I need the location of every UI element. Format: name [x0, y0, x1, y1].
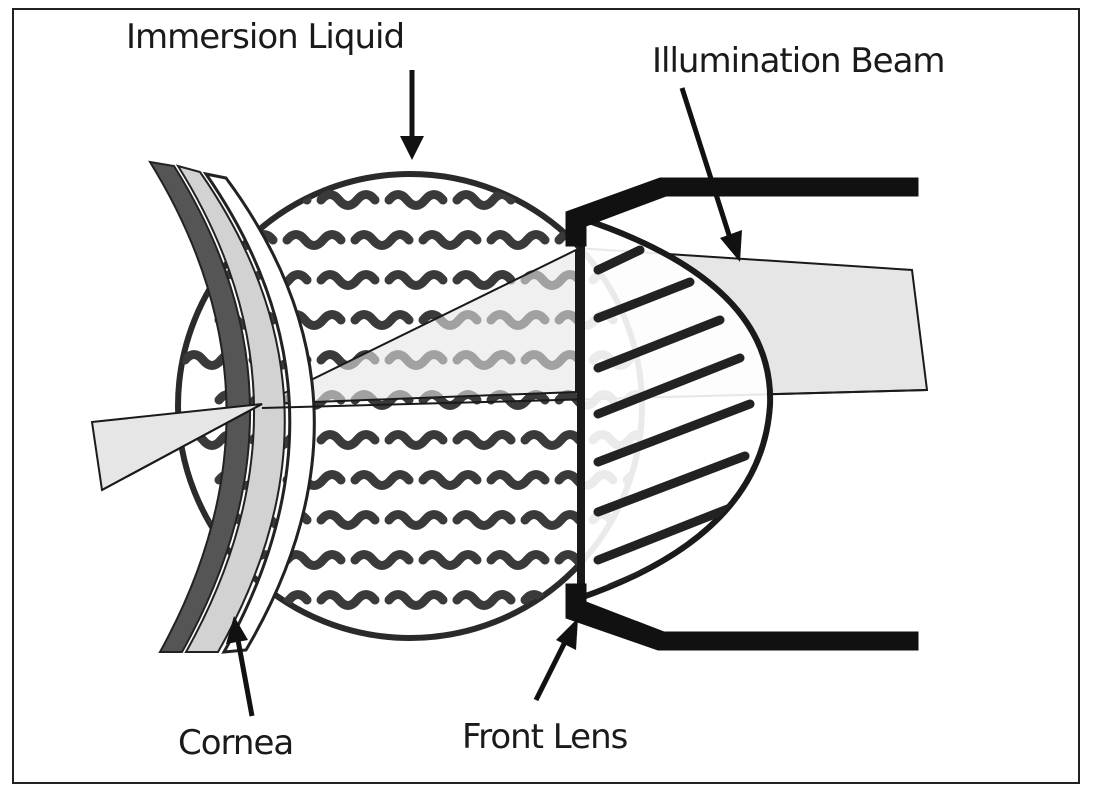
- liquid-wave: [418, 470, 482, 490]
- liquid-wave: [452, 510, 516, 530]
- cornea-label: Cornea: [178, 723, 293, 763]
- liquid-wave: [316, 190, 380, 210]
- liquid-wave: [316, 590, 380, 610]
- liquid-wave: [588, 590, 642, 610]
- exit-beam-ray: [101, 403, 263, 491]
- liquid-wave: [350, 230, 414, 250]
- liquid-wave: [452, 190, 516, 210]
- liquid-wave: [520, 430, 584, 450]
- liquid-wave: [486, 550, 550, 570]
- lens-hatching: [593, 245, 755, 593]
- illumination-beam-label: Illumination Beam: [652, 41, 945, 81]
- front-lens: [577, 213, 774, 603]
- liquid-wave: [384, 590, 448, 610]
- liquid-wave: [520, 190, 584, 210]
- liquid-wave: [350, 550, 414, 570]
- liquid-wave: [452, 430, 516, 450]
- cornea: [147, 160, 316, 654]
- liquid-wave: [418, 230, 482, 250]
- objective-housing: [565, 177, 919, 651]
- illumination-beam-arrow: [679, 87, 733, 239]
- pointer-arrows: [226, 70, 742, 717]
- liquid-wave: [282, 550, 346, 570]
- liquid-wave: [418, 550, 482, 570]
- liquid-wave: [282, 230, 346, 250]
- liquid-wave: [452, 590, 516, 610]
- beam-through-liquid: [261, 248, 577, 405]
- liquid-wave: [384, 190, 448, 210]
- liquid-wave: [350, 470, 414, 490]
- liquid-wave: [452, 270, 516, 290]
- liquid-wave: [384, 270, 448, 290]
- front-lens-label: Front Lens: [462, 717, 628, 757]
- liquid-wave: [316, 430, 380, 450]
- liquid-wave: [316, 270, 380, 290]
- liquid-wave: [486, 230, 550, 250]
- front-lens-arrow: [533, 638, 569, 702]
- liquid-wave: [350, 310, 414, 330]
- liquid-wave: [520, 510, 584, 530]
- liquid-wave: [384, 430, 448, 450]
- liquid-wave: [384, 510, 448, 530]
- liquid-wave: [486, 470, 550, 490]
- immersion-liquid-label: Immersion Liquid: [126, 17, 404, 57]
- liquid-wave: [316, 510, 380, 530]
- cornea-arrow: [235, 639, 255, 717]
